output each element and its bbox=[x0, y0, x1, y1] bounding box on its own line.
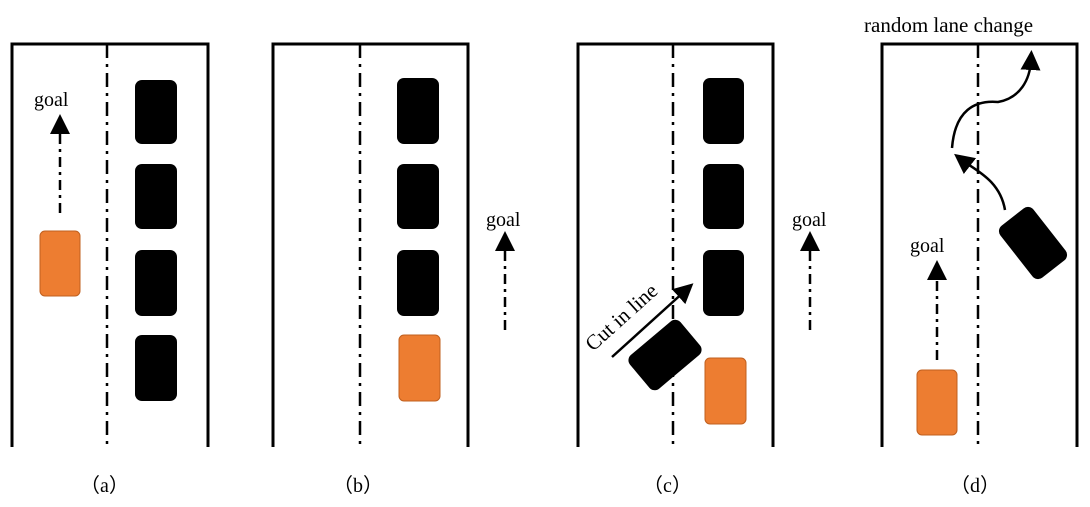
vehicle bbox=[135, 80, 177, 144]
ego-vehicle bbox=[398, 334, 441, 402]
panel-caption: （d） bbox=[950, 474, 1000, 497]
vehicle bbox=[135, 335, 177, 401]
panel-caption: （a） bbox=[80, 474, 129, 497]
trajectory-arrow bbox=[950, 50, 1041, 149]
road-edge bbox=[576, 42, 775, 447]
panel-c: Cut in line goal （c） bbox=[576, 42, 827, 497]
panel-caption: （b） bbox=[333, 474, 383, 497]
panel-d: random lane change goal （d） bbox=[864, 13, 1079, 497]
vehicle bbox=[703, 78, 744, 144]
road-edge bbox=[271, 42, 470, 447]
vehicle bbox=[135, 250, 177, 316]
cutting-vehicle bbox=[628, 319, 702, 391]
road-edge bbox=[10, 42, 210, 447]
goal-label: goal bbox=[792, 209, 827, 231]
ego-vehicle bbox=[39, 230, 81, 297]
cut-in-arrow bbox=[611, 283, 694, 358]
lane-changing-vehicle bbox=[998, 206, 1068, 280]
vehicle bbox=[135, 164, 177, 229]
panel-a: goal （a） bbox=[10, 42, 210, 497]
vehicle bbox=[397, 78, 439, 144]
road-edge bbox=[880, 42, 1079, 447]
ego-vehicle bbox=[916, 369, 958, 436]
random-lane-change-label: random lane change bbox=[864, 13, 1033, 37]
panel-caption: （c） bbox=[643, 474, 692, 497]
vehicle bbox=[397, 164, 439, 229]
ego-vehicle bbox=[704, 357, 747, 425]
goal-label: goal bbox=[486, 209, 521, 231]
goal-label: goal bbox=[34, 89, 69, 111]
vehicle bbox=[397, 250, 439, 316]
trajectory-arrow bbox=[954, 153, 1007, 211]
panel-b: goal （b） bbox=[271, 42, 521, 497]
vehicle bbox=[703, 250, 744, 316]
vehicle bbox=[703, 164, 744, 229]
goal-label: goal bbox=[910, 235, 945, 257]
